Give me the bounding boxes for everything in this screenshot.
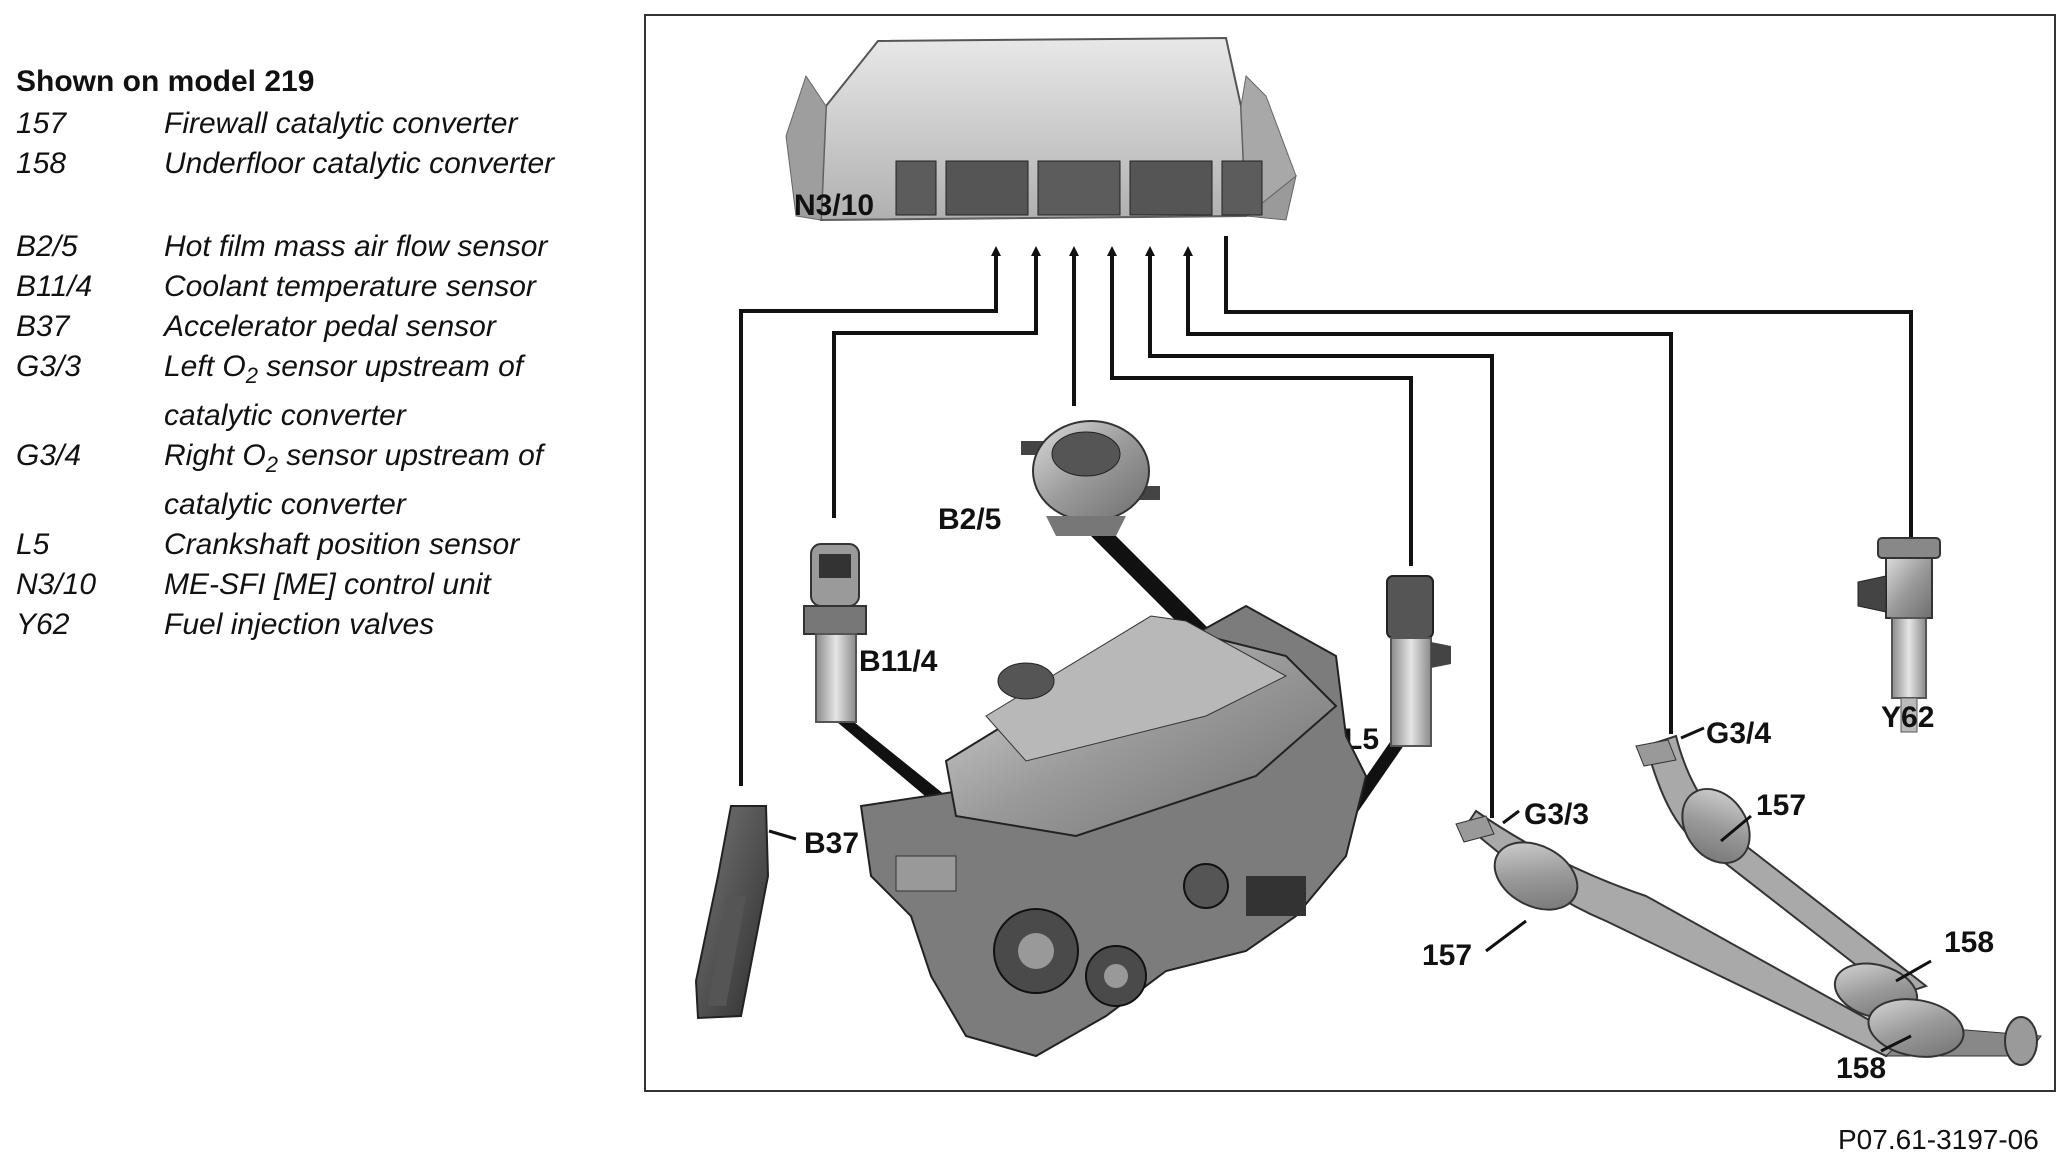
legend-row-b11-4: B11/4 Coolant temperature sensor [16,267,626,307]
underfloor-cat-bottom [1867,998,1965,1058]
ecu-n3-10 [785,36,1297,222]
fuel-injector-y62 [1857,537,1941,733]
legend-title: Shown on model 219 [16,65,315,98]
legend-code: G3/3 [16,350,82,383]
legend-desc: Fuel injection valves [164,608,435,641]
firewall-cat-right [1681,787,1751,865]
label-y62: Y62 [1881,701,1934,734]
label-n3-10: N3/10 [794,189,874,222]
wiring [739,236,1916,818]
component-diagram: N3/10 B2/5 B11/4 L5 [644,14,2056,1092]
legend-desc: Accelerator pedal sensor [164,310,496,343]
legend-row-157: 157 Firewall catalytic converter [16,104,626,144]
maf-sensor-b2-5 [1021,420,1160,536]
legend-row-158: 158 Underfloor catalytic converter [16,144,626,184]
exhaust-system [1455,734,2042,1066]
legend: Shown on model 219 157 Firewall catalyti… [16,62,626,645]
crankshaft-sensor-l5 [1386,575,1451,747]
label-158-top: 158 [1944,926,1994,959]
legend-code: B11/4 [16,270,93,303]
legend-row-b37: B37 Accelerator pedal sensor [16,307,626,347]
label-157-right: 157 [1756,789,1806,822]
wire-g3-4 [1183,246,1673,734]
wire-b37 [739,246,1001,786]
legend-row-y62: Y62 Fuel injection valves [16,605,626,645]
label-b37: B37 [804,827,859,860]
wire-y62 [1224,236,1916,551]
legend-desc: Right O2 sensor upstream of catalytic co… [164,439,544,521]
legend-desc: Hot film mass air flow sensor [164,230,548,263]
legend-row-g3-4: G3/4 Right O2 sensor upstream of catalyt… [16,436,626,525]
coolant-sensor-b11-4 [803,543,867,723]
wire-l5 [1107,246,1413,566]
legend-code: G3/4 [16,439,82,472]
reference-number: P07.61-3197-06 [1838,1124,2039,1155]
label-b11-4: B11/4 [859,645,938,678]
label-leaders [1485,726,1932,1053]
legend-code: B2/5 [16,230,78,263]
wire-g3-3 [1145,246,1494,818]
legend-desc: ME-SFI [ME] control unit [164,568,491,601]
legend-code: 157 [16,107,67,140]
label-157-left: 157 [1422,939,1472,972]
wire-b11-4 [832,246,1041,518]
legend-code: N3/10 [16,568,97,601]
engine-block [859,604,1368,1058]
legend-code: B37 [16,310,70,343]
legend-desc: Underfloor catalytic converter [164,147,555,180]
legend-row-b2-5: B2/5 Hot film mass air flow sensor [16,227,626,267]
legend-row-l5: L5 Crankshaft position sensor [16,525,626,565]
legend-row-n3-10: N3/10 ME-SFI [ME] control unit [16,565,626,605]
legend-desc: Firewall catalytic converter [164,107,518,140]
label-158-bottom: 158 [1836,1052,1886,1085]
legend-row-g3-3: G3/3 Left O2 sensor upstream of catalyti… [16,347,626,436]
label-g3-3: G3/3 [1524,798,1589,831]
legend-code: L5 [16,528,50,561]
accelerator-pedal-b37 [694,805,797,1020]
legend-desc: Left O2 sensor upstream of catalytic con… [164,350,524,432]
legend-desc: Coolant temperature sensor [164,270,536,303]
label-b2-5: B2/5 [938,503,1001,536]
legend-code: Y62 [16,608,70,641]
firewall-cat-left [1493,841,1579,911]
legend-code: 158 [16,147,67,180]
legend-desc: Crankshaft position sensor [164,528,520,561]
label-g3-4: G3/4 [1706,717,1771,750]
